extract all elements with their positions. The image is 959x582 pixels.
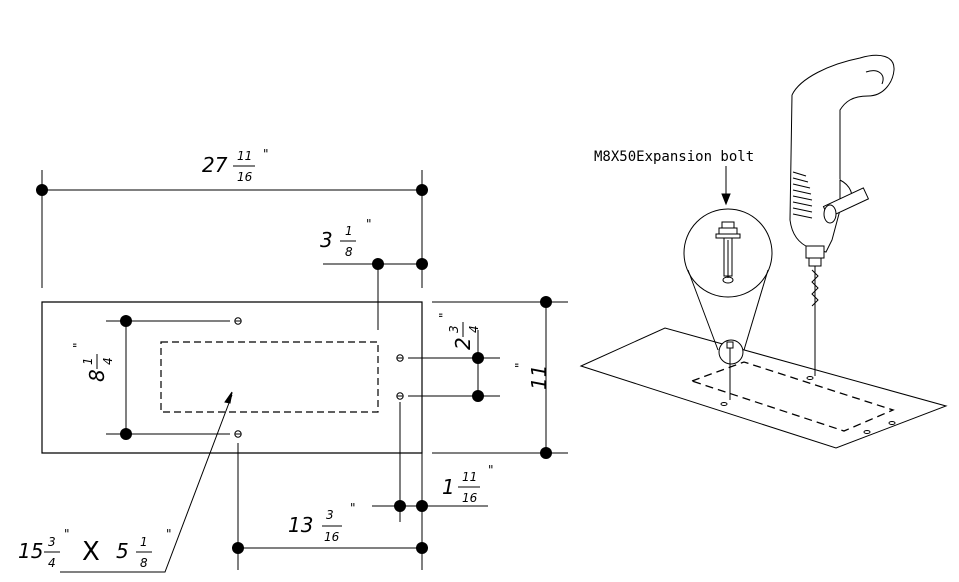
svg-text:": " (488, 463, 494, 477)
svg-text:4: 4 (48, 556, 56, 570)
svg-text:3: 3 (447, 325, 461, 333)
dim-cutout-size: 15 3 4 " X 5 1 8 " (18, 527, 172, 570)
svg-text:3: 3 (320, 228, 333, 252)
svg-text:11: 11 (237, 149, 252, 163)
svg-text:16: 16 (462, 491, 478, 505)
dim-bottom-offset: 13 3 16 " (288, 501, 356, 544)
bolt-hole (235, 318, 241, 324)
bolt-hole (397, 355, 403, 361)
svg-text:4: 4 (101, 357, 115, 365)
svg-text:": " (263, 147, 269, 161)
dim-overall-depth: 11 " (513, 362, 551, 390)
svg-text:": " (437, 312, 451, 318)
floor-plane (581, 328, 946, 448)
svg-text:5: 5 (116, 539, 129, 563)
svg-text:11: 11 (527, 365, 551, 390)
svg-text:": " (71, 342, 85, 348)
svg-text:16: 16 (237, 170, 253, 184)
svg-text:13: 13 (288, 513, 313, 537)
dim-overall-width: 27 11 16 " (202, 147, 269, 184)
bolt-hole (235, 431, 241, 437)
svg-text:8: 8 (345, 245, 353, 259)
svg-text:3: 3 (48, 535, 56, 549)
svg-text:X: X (82, 537, 100, 567)
bolt-holes (235, 318, 403, 437)
base-outline (42, 302, 422, 453)
svg-text:4: 4 (467, 325, 481, 333)
dim-left-height: 8 1 4 " (71, 342, 115, 382)
svg-text:": " (350, 501, 356, 515)
svg-text:": " (366, 217, 372, 231)
dimension-dots (36, 184, 552, 554)
svg-text:": " (64, 527, 70, 541)
perspective-view (581, 55, 946, 448)
bolt-hole (397, 393, 403, 399)
bolt-label: M8X50Expansion bolt (594, 149, 754, 165)
svg-text:15: 15 (18, 539, 43, 563)
svg-text:8: 8 (140, 556, 148, 570)
svg-text:1: 1 (442, 475, 455, 499)
svg-text:1: 1 (81, 357, 95, 365)
dim-hole-spacing: 2 3 4 " (437, 312, 481, 350)
expansion-bolt-icon (716, 222, 740, 283)
svg-text:3: 3 (326, 508, 334, 522)
svg-text:8: 8 (85, 369, 109, 382)
svg-text:": " (166, 527, 172, 541)
dim-small-offset: 1 11 16 " (442, 463, 494, 505)
top-view-drawing (42, 170, 568, 572)
svg-text:": " (513, 362, 527, 368)
drill-icon (790, 55, 894, 376)
svg-text:2: 2 (451, 337, 475, 350)
svg-text:16: 16 (324, 530, 340, 544)
svg-text:11: 11 (462, 470, 477, 484)
svg-text:1: 1 (140, 535, 148, 549)
cutout-outline (161, 342, 378, 412)
svg-text:1: 1 (345, 224, 353, 238)
cutout-perspective (692, 362, 893, 431)
dim-right-offset: 3 1 8 " (320, 217, 372, 259)
svg-text:27: 27 (202, 153, 228, 177)
